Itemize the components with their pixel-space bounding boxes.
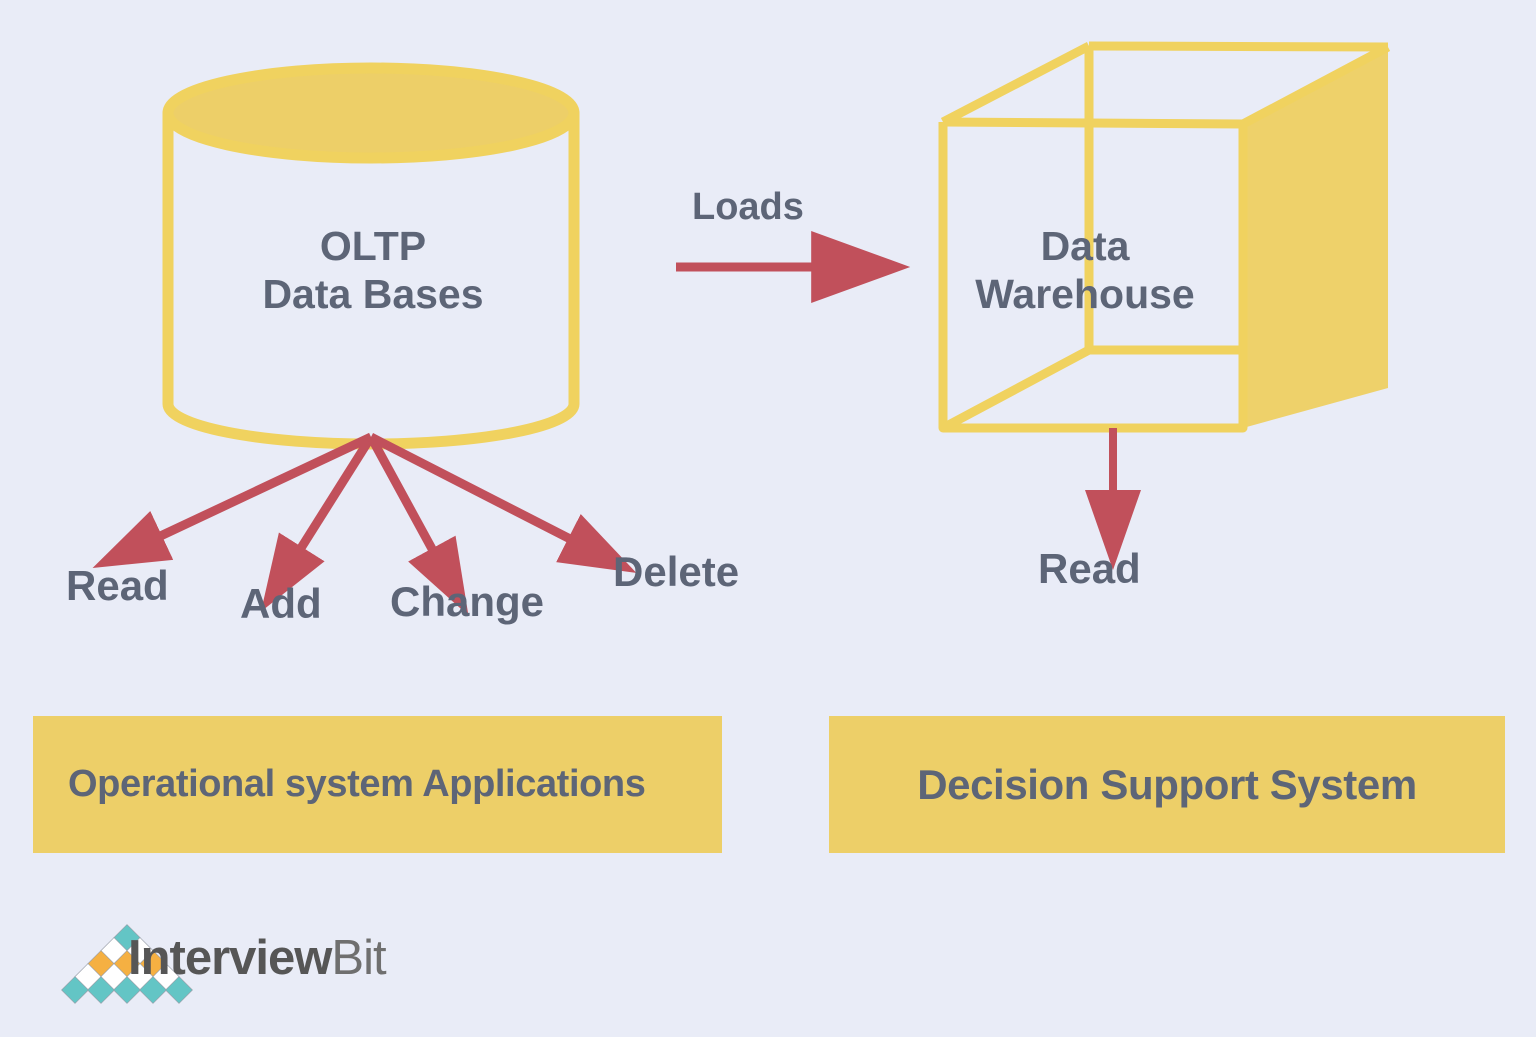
interviewbit-diamond-mark — [61, 924, 193, 1004]
banner-left-label: Operational system Applications — [68, 763, 646, 805]
banner-decision-support-system: Decision Support System — [829, 716, 1505, 853]
data-warehouse-cube-shape — [938, 41, 1391, 433]
logo-word-bit: Bit — [331, 931, 386, 985]
edge-read-left-arrow — [92, 432, 373, 568]
edge-add-arrow — [260, 434, 375, 612]
edge-label-loads: Loads — [692, 186, 804, 228]
banner-operational-system-applications: Operational system Applications — [33, 716, 722, 853]
edge-label-change: Change — [390, 578, 545, 625]
edge-fan-arrows — [92, 432, 637, 616]
banner-right-label: Decision Support System — [917, 760, 1417, 808]
edge-label-delete: Delete — [613, 548, 740, 595]
edge-change-arrow — [367, 434, 469, 616]
oltp-cylinder-shape — [162, 62, 580, 450]
edge-label-add: Add — [240, 580, 322, 627]
interviewbit-wordmark: InterviewBit — [128, 930, 387, 986]
edge-delete-arrow — [368, 432, 637, 573]
edge-label-read-right: Read — [1038, 545, 1141, 592]
edge-label-read-left: Read — [66, 562, 169, 609]
logo-word-interview: Interview — [128, 931, 332, 985]
